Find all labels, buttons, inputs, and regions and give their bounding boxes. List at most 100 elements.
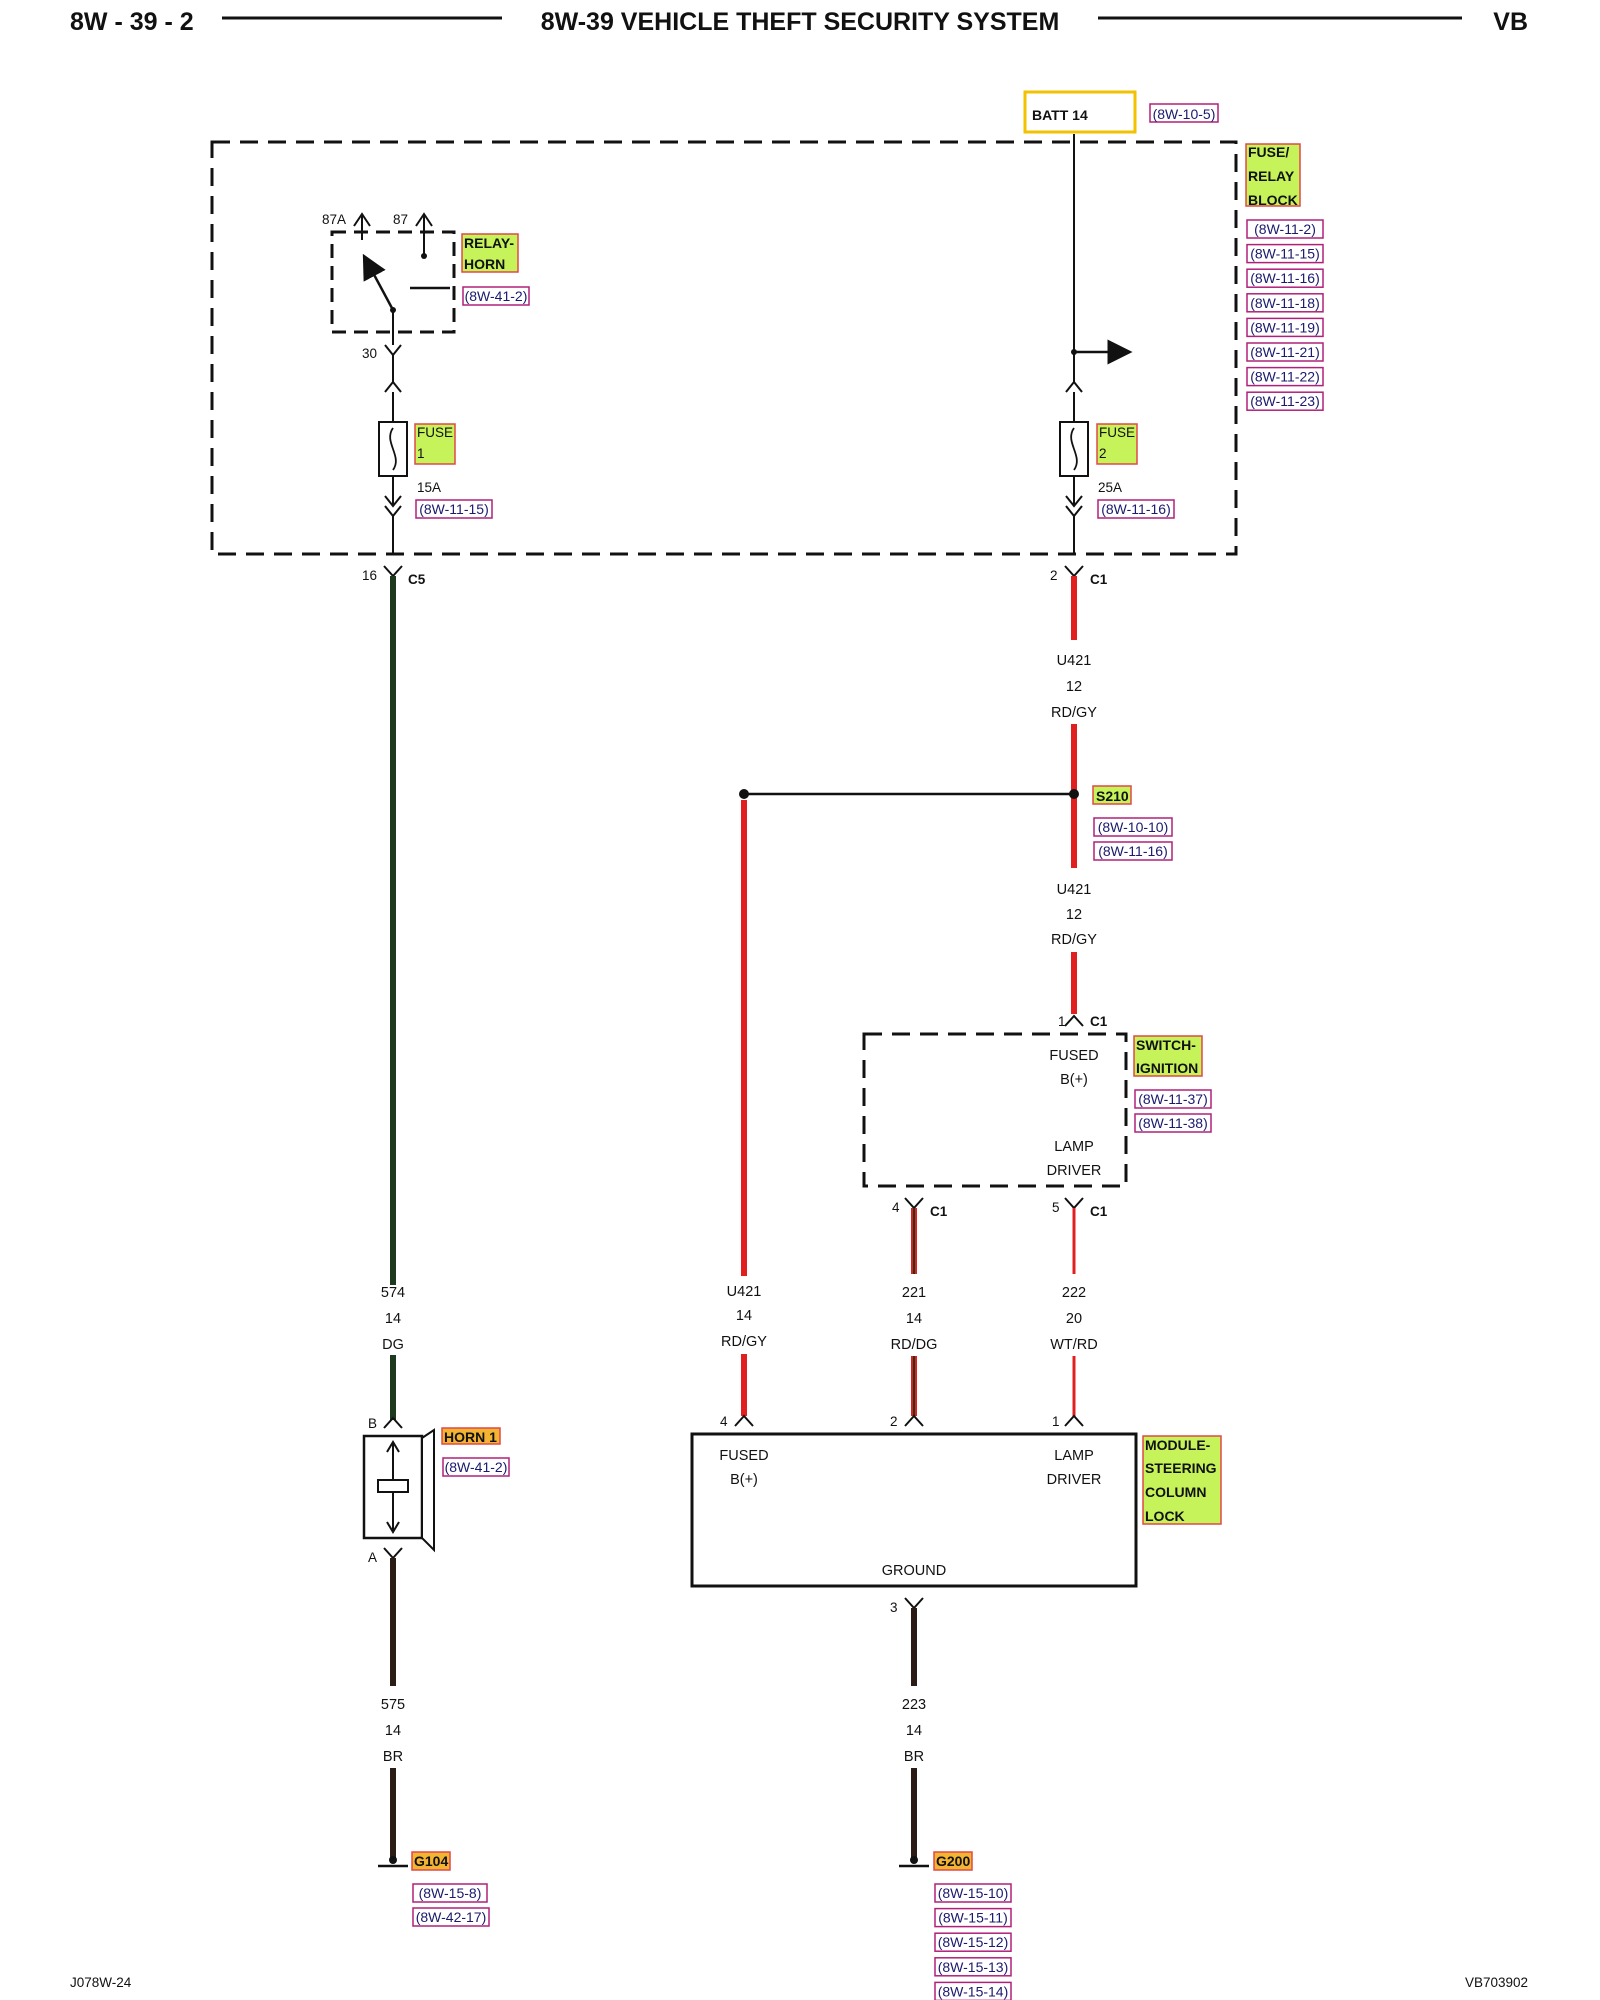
horn-ref[interactable]: (8W-41-2) xyxy=(445,1459,508,1475)
relay-horn-ref[interactable]: (8W-41-2) xyxy=(465,288,528,304)
ign-text-fused: FUSED xyxy=(1049,1048,1098,1064)
s210-tag xyxy=(1092,785,1132,805)
frb-refs-ref[interactable]: (8W-11-22) xyxy=(1250,369,1320,385)
c5-name: C5 xyxy=(408,572,426,587)
connector-c5: 16 C5 xyxy=(362,565,426,587)
ign-text-lamp: LAMP xyxy=(1054,1139,1094,1155)
frb-refs-ref[interactable]: (8W-11-18) xyxy=(1250,295,1320,311)
horn-pin-b-connector xyxy=(383,1416,403,1429)
relay-horn-ref-box xyxy=(462,286,530,306)
g104-ref-2[interactable]: (8W-42-17) xyxy=(416,1909,487,1925)
fuse-relay-block-refs: (8W-11-2) (8W-11-15) (8W-11-16) (8W-11-18) (… xyxy=(1246,219,1324,411)
fuse2-bottom-connector xyxy=(1065,495,1083,508)
g200-refs-ref-box xyxy=(934,1883,1012,1903)
fuse2-rating: 25A xyxy=(1098,480,1122,495)
scl-text-ground: GROUND xyxy=(882,1563,946,1579)
ign-ref-1[interactable]: (8W-11-37) xyxy=(1138,1091,1208,1107)
ign-out4-connector xyxy=(904,1197,924,1210)
connector-c1-top: 2 C1 xyxy=(1050,565,1108,587)
fuse2-tag xyxy=(1096,423,1138,465)
wire-u421-b-label: U421 12 RD/GY xyxy=(1051,882,1097,948)
wire-u421-c-label: U421 14 RD/GY xyxy=(721,1284,767,1350)
frb-refs-ref[interactable]: (8W-11-19) xyxy=(1250,319,1320,335)
relay-horn: 87A 87 30 RELAY- HORN (8W-41-2) xyxy=(322,212,530,361)
vehicle-code: VB xyxy=(1493,8,1528,36)
ignition-switch: 1 C1 FUSED B(+) LAMP DRIVER SWITCH- IGNI… xyxy=(862,1014,1212,1219)
scl-pin-3: 3 xyxy=(890,1600,898,1615)
ign-out4-pin: 4 xyxy=(892,1200,900,1215)
ign-text-driver: DRIVER xyxy=(1047,1163,1102,1179)
g104-node xyxy=(389,1856,397,1864)
page-number: 8W - 39 - 2 xyxy=(70,8,194,36)
wire-223-label: 223 14 BR xyxy=(902,1697,926,1765)
wire-574-gauge: 14 xyxy=(385,1311,401,1327)
g200-refs-ref[interactable]: (8W-15-12) xyxy=(938,1934,1009,1950)
relay-horn-line-2: HORN xyxy=(464,256,505,272)
ign-ref2-box xyxy=(1134,1113,1212,1133)
frb-refs-ref-box xyxy=(1246,391,1324,411)
wire-222-gauge: 20 xyxy=(1066,1311,1082,1327)
wire-u421-a-circuit: U421 xyxy=(1057,653,1092,669)
module-steering-column-lock: 4 2 1 FUSED B(+) LAMP DRIVER GROUND MODU… xyxy=(690,1414,1222,1615)
g200-label: G200 xyxy=(936,1853,970,1869)
relay-horn-tag xyxy=(461,233,519,273)
wire-u421-c-gauge: 14 xyxy=(736,1308,752,1324)
frb-line-2: RELAY xyxy=(1248,168,1295,184)
fuse-2: FUSE 2 25A (8W-11-16) xyxy=(1059,134,1175,554)
fuse1-line-1: FUSE xyxy=(417,425,453,440)
wire-221-gauge: 14 xyxy=(906,1311,922,1327)
fuse1-ref-box xyxy=(415,499,493,519)
fuse1-line-2: 1 xyxy=(417,446,425,461)
wire-223-color: BR xyxy=(904,1749,924,1765)
relay-horn-line-1: RELAY- xyxy=(464,235,514,251)
frb-refs-ref-box xyxy=(1246,219,1324,239)
s210-ref2-box xyxy=(1093,841,1173,861)
g200-refs-ref[interactable]: (8W-15-10) xyxy=(938,1885,1009,1901)
horn: B A HORN 1 (8W-41-2) xyxy=(362,1416,510,1565)
fuse1-tag xyxy=(414,423,456,465)
splice-s210: S210 (8W-10-10) (8W-11-16) xyxy=(739,785,1173,861)
g200-refs-ref[interactable]: (8W-15-11) xyxy=(938,1910,1008,1926)
horn-pin-a: A xyxy=(368,1550,377,1565)
g104-ref-1[interactable]: (8W-15-8) xyxy=(419,1885,482,1901)
wire-575-label: 575 14 BR xyxy=(381,1697,405,1765)
relay-pin-30: 30 xyxy=(362,346,377,361)
frb-refs-ref-box xyxy=(1246,366,1324,387)
fuse2-ref[interactable]: (8W-11-16) xyxy=(1101,501,1171,517)
wire-u421-a-label: U421 12 RD/GY xyxy=(1051,653,1097,721)
c1-top-connector-symbol xyxy=(1064,565,1084,578)
ign-line-1: SWITCH- xyxy=(1136,1037,1196,1053)
horn-pin-a-connector xyxy=(383,1547,403,1560)
g200-refs-ref-box xyxy=(934,1981,1012,2000)
g200-refs-ref[interactable]: (8W-15-14) xyxy=(938,1983,1009,1999)
ign-ref-2[interactable]: (8W-11-38) xyxy=(1138,1115,1208,1131)
frb-refs-ref[interactable]: (8W-11-23) xyxy=(1250,393,1320,409)
batt-ref[interactable]: (8W-10-5) xyxy=(1153,106,1216,122)
ground-g200: G200 xyxy=(899,1851,973,1871)
frb-refs-ref[interactable]: (8W-11-2) xyxy=(1254,221,1316,237)
fuse1-top-connector xyxy=(384,380,402,393)
fuse2-line-2: 2 xyxy=(1099,446,1107,461)
s210-ref1-box xyxy=(1093,817,1173,837)
wire-222-color: WT/RD xyxy=(1050,1337,1098,1353)
s210-ref-1[interactable]: (8W-10-10) xyxy=(1098,819,1169,835)
g200-tag xyxy=(933,1851,973,1871)
frb-refs-ref[interactable]: (8W-11-21) xyxy=(1250,344,1320,360)
batt-label: BATT 14 xyxy=(1032,107,1088,123)
frb-refs-ref[interactable]: (8W-11-16) xyxy=(1250,270,1320,286)
fuse1-ref[interactable]: (8W-11-15) xyxy=(419,501,489,517)
frb-refs-ref-box xyxy=(1246,243,1324,264)
scl-pin-2: 2 xyxy=(890,1414,898,1429)
wire-u421-b-color: RD/GY xyxy=(1051,932,1097,948)
s210-ref-2[interactable]: (8W-11-16) xyxy=(1098,843,1168,859)
scl-line-1: MODULE- xyxy=(1145,1437,1211,1453)
ign-text-b: B(+) xyxy=(1060,1072,1088,1088)
fuse2-ref-box xyxy=(1097,499,1175,519)
fuse1-rating: 15A xyxy=(417,480,441,495)
ign-in-connector xyxy=(1064,1014,1084,1027)
frb-refs-ref[interactable]: (8W-11-15) xyxy=(1250,246,1320,262)
wire-574-color: DG xyxy=(382,1337,404,1353)
g200-refs-ref[interactable]: (8W-15-13) xyxy=(938,1959,1009,1975)
scl-pin4-connector xyxy=(734,1414,754,1427)
frb-refs-ref-box xyxy=(1246,293,1324,313)
